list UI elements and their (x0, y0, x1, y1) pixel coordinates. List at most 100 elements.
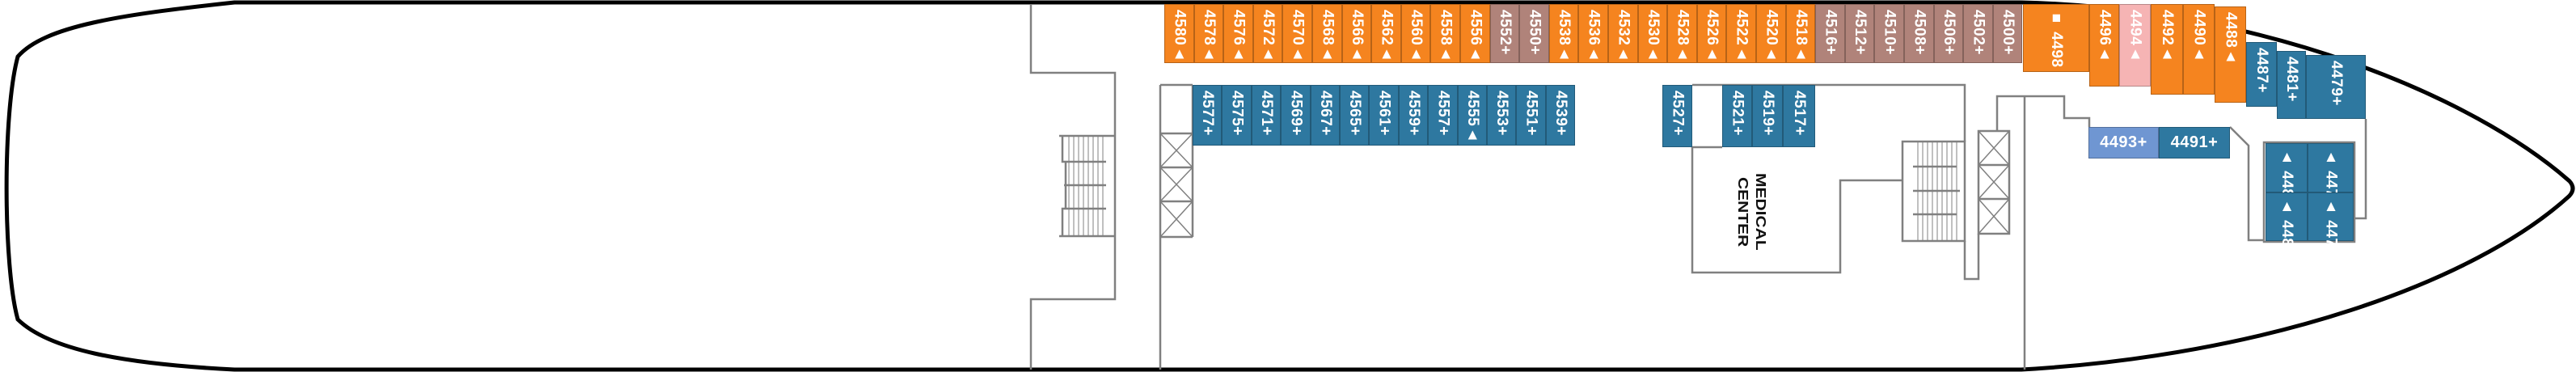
cabin-number: 4539+ (1552, 91, 1569, 136)
cabin-top-row[interactable]: 4538▲ (1548, 4, 1579, 63)
cabin-top-row[interactable]: 4530▲ (1637, 4, 1668, 63)
cabin-top-row[interactable]: 4500+ (1992, 4, 2023, 63)
cabin-bow-row[interactable]: 4481+ (2277, 51, 2306, 119)
cabin-inner-row[interactable]: 4555▲ (1457, 85, 1487, 146)
cabin-inner-row[interactable]: 4551+ (1516, 85, 1546, 146)
stairs-icon (1059, 134, 1115, 238)
cabin-top-row[interactable]: 4512+ (1844, 4, 1875, 63)
cabin-fwd-grid[interactable]: ▲ 4477 (2308, 143, 2354, 207)
cabin-number: 4481+ (2283, 57, 2300, 102)
cabin-top-row[interactable]: 4558▲ (1430, 4, 1460, 63)
cabin-top-row[interactable]: 4520▲ (1756, 4, 1786, 63)
cabin-inner-row[interactable]: 4565+ (1340, 85, 1370, 146)
cabin-bow-row[interactable]: 4479+ (2306, 55, 2366, 119)
cabin-bow-row[interactable]: 4487+ (2246, 42, 2277, 107)
cabin-bow-row[interactable]: ■ 4498 (2023, 4, 2089, 72)
cabin-number: 4567+ (1316, 91, 1334, 136)
cabin-inner-row[interactable]: 4559+ (1398, 85, 1429, 146)
corridor-wall (1963, 234, 1980, 281)
cabin-top-row[interactable]: 4516+ (1815, 4, 1845, 63)
cabin-number: 4521+ (1729, 91, 1746, 136)
cabin-mid-row[interactable]: 4521+ (1722, 85, 1752, 147)
elevator-icon (1978, 130, 2010, 235)
cabin-number: 4492▲ (2159, 10, 2176, 63)
cabin-fwd-grid[interactable]: ▲ 4485 (2266, 143, 2308, 207)
cabin-inner-row[interactable]: 4567+ (1310, 85, 1340, 146)
cabin-number: ▲ 4477 (2322, 149, 2340, 207)
cabin-number: 4569+ (1287, 91, 1305, 136)
cabin-bow-row[interactable]: 4494▲ (2119, 4, 2151, 87)
cabin-top-row[interactable]: 4572▲ (1252, 4, 1283, 63)
cabin-number: ▲ 4483 (2278, 198, 2295, 256)
cabin-top-row[interactable]: 4566▲ (1341, 4, 1372, 63)
cabin-fwd-grid[interactable]: ▲ 4483 (2266, 192, 2308, 256)
hull-outline (4, 0, 2575, 372)
cabin-number: 4527+ (1669, 91, 1687, 136)
cabin-number: 4508+ (1911, 10, 1928, 55)
cabin-number: 4553+ (1493, 91, 1511, 136)
cabin-top-row[interactable]: 4536▲ (1578, 4, 1608, 63)
cabin-bow-row[interactable]: 4492▲ (2151, 4, 2183, 95)
cabin-top-row[interactable]: 4508+ (1904, 4, 1934, 63)
cabin-bow-row[interactable]: 4488▲ (2215, 6, 2246, 103)
cabin-inner-row[interactable]: 4577+ (1193, 85, 1223, 146)
cabin-number: 4578▲ (1200, 10, 1218, 63)
cabin-top-row[interactable]: 4576▲ (1223, 4, 1253, 63)
cabin-inner-row[interactable]: 4539+ (1545, 85, 1576, 146)
cabin-number: 4510+ (1881, 10, 1898, 55)
cabin-top-row[interactable]: 4560▲ (1400, 4, 1431, 63)
cabin-inner-row[interactable]: 4561+ (1369, 85, 1399, 146)
cabin-number: 4479+ (2328, 61, 2345, 106)
cabin-top-row[interactable]: 4532▲ (1608, 4, 1638, 63)
cabin-mid-row[interactable]: 4519+ (1752, 85, 1783, 147)
cabin-number: 4559+ (1404, 91, 1422, 136)
aft-wall (1029, 4, 1117, 370)
cabin-top-row[interactable]: 4528▲ (1667, 4, 1697, 63)
medical-center-label-line2: CENTER (1734, 176, 1751, 247)
cabin-bow-row[interactable]: 4496▲ (2089, 4, 2119, 87)
cabin-fwd-pair[interactable]: 4493+ (2088, 127, 2159, 159)
cabin-inner-row[interactable]: 4571+ (1251, 85, 1282, 146)
forward-wall (2229, 119, 2367, 242)
cabin-top-row[interactable]: 4518▲ (1785, 4, 1816, 63)
cabin-number: 4536▲ (1585, 10, 1603, 63)
medical-center-label: MEDICAL CENTER (1734, 173, 1769, 251)
cabin-number: 4512+ (1852, 10, 1869, 55)
cabin-number: 4551+ (1522, 91, 1540, 136)
cabin-top-row[interactable]: 4570▲ (1282, 4, 1312, 63)
cabin-number: 4565+ (1346, 91, 1364, 136)
cabin-number: 4550+ (1526, 10, 1543, 55)
cabin-top-row[interactable]: 4526▲ (1696, 4, 1727, 63)
cabin-fwd-pair[interactable]: 4491+ (2159, 127, 2230, 159)
cabin-top-row[interactable]: 4580▲ (1164, 4, 1194, 63)
cabin-top-row[interactable]: 4510+ (1874, 4, 1904, 63)
cabin-number: 4556▲ (1467, 10, 1484, 63)
cabin-mid-row[interactable]: 4527+ (1662, 85, 1692, 147)
cabin-top-row[interactable]: 4506+ (1933, 4, 1964, 63)
cabin-number: 4491+ (2170, 133, 2219, 151)
cabin-number: 4493+ (2100, 133, 2147, 151)
cabin-number: 4490▲ (2190, 10, 2208, 63)
cabin-inner-row[interactable]: 4557+ (1428, 85, 1458, 146)
cabin-number: 4488▲ (2222, 12, 2240, 66)
cabin-inner-row[interactable]: 4553+ (1487, 85, 1517, 146)
cabin-top-row[interactable]: 4522▲ (1726, 4, 1756, 63)
cabin-top-row[interactable]: 4578▲ (1193, 4, 1224, 63)
cabin-top-row[interactable]: 4556▲ (1460, 4, 1490, 63)
cabin-top-row[interactable]: 4550+ (1519, 4, 1549, 63)
cabin-number: 4518▲ (1792, 10, 1810, 63)
cabin-inner-row[interactable]: 4569+ (1281, 85, 1311, 146)
cabin-mid-row[interactable]: 4517+ (1783, 85, 1815, 147)
cabin-inner-row[interactable]: 4575+ (1222, 85, 1252, 146)
cabin-top-row[interactable]: 4568▲ (1312, 4, 1342, 63)
cabin-bow-row[interactable]: 4490▲ (2183, 4, 2215, 95)
cabin-top-row[interactable]: 4552+ (1489, 4, 1520, 63)
cabin-top-row[interactable]: 4562▲ (1371, 4, 1401, 63)
cabin-top-row[interactable]: 4502+ (1963, 4, 1993, 63)
cabin-number: 4496▲ (2096, 10, 2114, 63)
elevator-icon (1159, 133, 1193, 238)
cabin-fwd-grid[interactable]: ▲ 4475 (2308, 192, 2354, 256)
cabin-number: 4557+ (1434, 91, 1452, 136)
cabin-number: 4555▲ (1463, 91, 1481, 144)
